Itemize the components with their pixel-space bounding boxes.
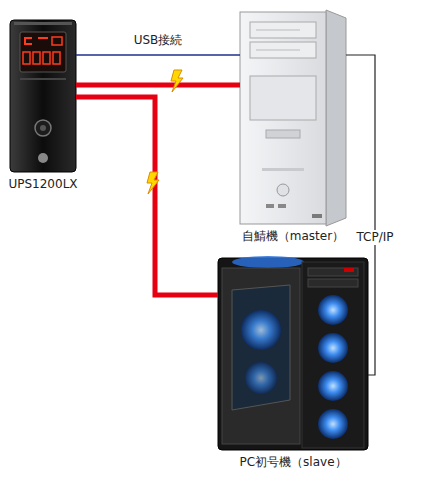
server-illustration	[240, 10, 346, 226]
ups-device: UPS1200LX	[10, 20, 76, 172]
connection-label: USB接続	[132, 33, 185, 48]
pc-tower: PC初号機（slave）	[218, 255, 368, 450]
server-tower: 自鯖機（master）	[240, 12, 346, 224]
connection-label: TCP/IP	[354, 230, 395, 245]
ups-illustration	[10, 20, 76, 172]
power-cable	[76, 97, 218, 295]
lan-cable	[346, 55, 375, 375]
power-cable	[76, 83, 240, 88]
lightning-symbol	[147, 172, 159, 194]
pc-illustration	[218, 256, 368, 450]
lightning-symbol	[171, 70, 183, 92]
usb-cable	[76, 54, 240, 56]
device-label: 自鯖機（master）	[242, 229, 344, 244]
device-label: UPS1200LX	[8, 177, 77, 192]
device-label: PC初号機（slave）	[239, 455, 346, 470]
